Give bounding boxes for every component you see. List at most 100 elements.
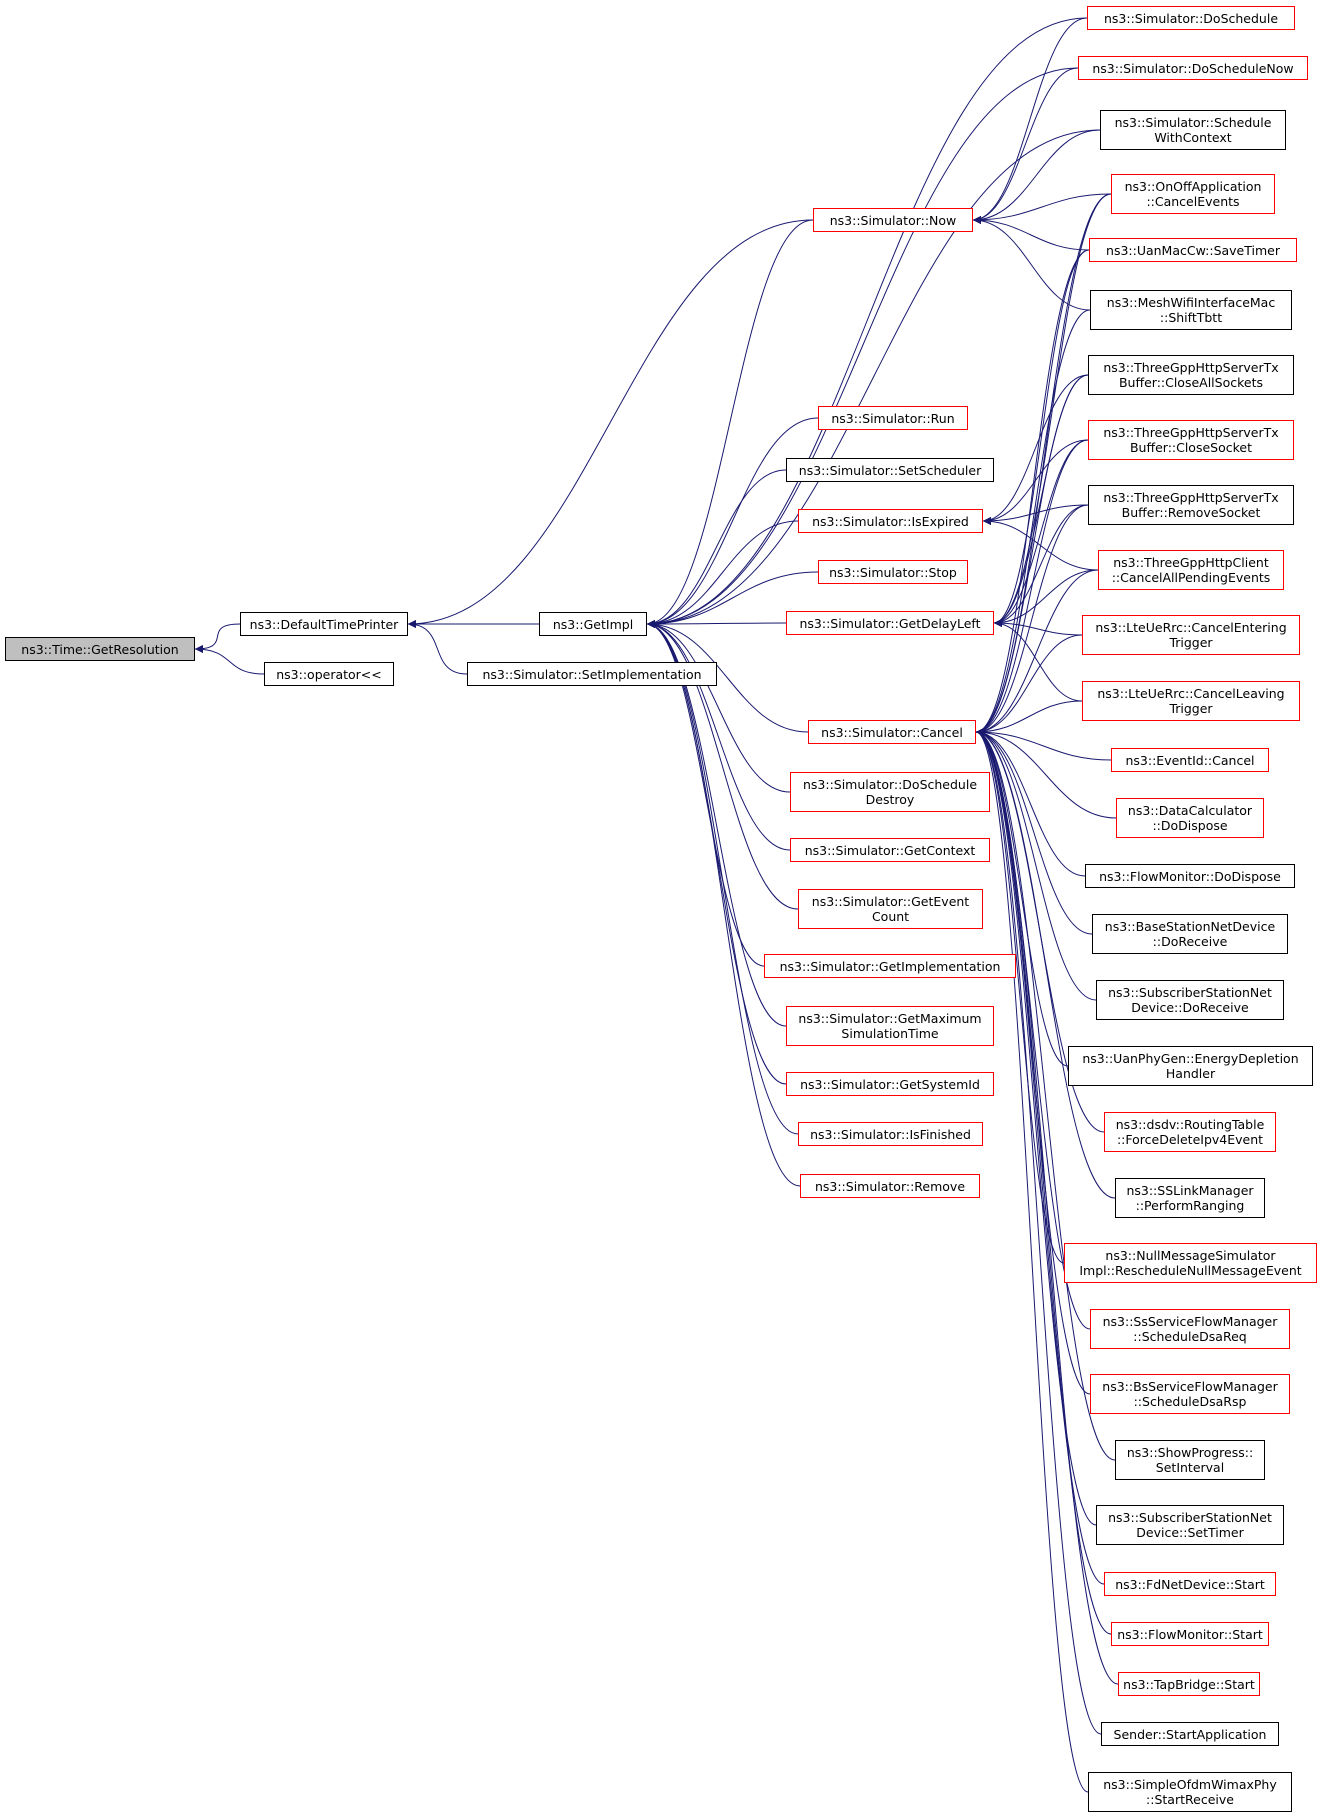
call-edge-datacalc-to-cancel: [975, 728, 1117, 819]
call-edge-tgclient-to-cancel: [975, 569, 1099, 736]
node-fdnet[interactable]: ns3::FdNetDevice::Start: [1104, 1572, 1276, 1596]
node-dsdv[interactable]: ns3::dsdv::RoutingTable::ForceDeleteIpv4…: [1104, 1112, 1276, 1152]
node-sender[interactable]: Sender::StartApplication: [1101, 1722, 1279, 1746]
node-doschednow[interactable]: ns3::Simulator::DoScheduleNow: [1078, 56, 1308, 80]
call-edge-lteleave-to-gdl: [993, 619, 1083, 702]
node-run[interactable]: ns3::Simulator::Run: [818, 406, 968, 430]
node-stop[interactable]: ns3::Simulator::Stop: [818, 560, 968, 584]
node-now[interactable]: ns3::Simulator::Now: [813, 208, 973, 232]
node-label-line: ns3::Simulator::Run: [831, 410, 955, 426]
node-bsnet[interactable]: ns3::BaseStationNetDevice::DoReceive: [1092, 914, 1288, 954]
node-getimpl[interactable]: ns3::GetImpl: [539, 612, 647, 636]
call-edge-tgremove-to-cancel: [975, 504, 1089, 736]
node-label-line: Trigger: [1169, 635, 1213, 650]
node-sslink[interactable]: ns3::SSLinkManager::PerformRanging: [1115, 1178, 1265, 1218]
node-datacalc[interactable]: ns3::DataCalculator::DoDispose: [1116, 798, 1264, 838]
node-label-line: ::ScheduleDsaRsp: [1133, 1394, 1247, 1409]
node-remove[interactable]: ns3::Simulator::Remove: [800, 1174, 980, 1198]
node-label-line: ns3::ShowProgress::: [1126, 1445, 1254, 1460]
node-getsys[interactable]: ns3::Simulator::GetSystemId: [786, 1072, 994, 1096]
node-label-line: ns3::FlowMonitor::DoDispose: [1099, 868, 1281, 884]
node-label-line: Device::DoReceive: [1131, 1000, 1249, 1015]
call-edge-gdl-to-getimpl: [646, 619, 787, 628]
call-edge-dsd-to-getimpl: [646, 620, 791, 793]
node-label-line: ns3::DataCalculator: [1127, 803, 1253, 818]
node-dosched[interactable]: ns3::Simulator::DoSchedule: [1087, 6, 1295, 30]
call-edge-oplt-to-getres: [194, 645, 265, 675]
node-ssflow[interactable]: ns3::SsServiceFlowManager::ScheduleDsaRe…: [1090, 1309, 1290, 1349]
node-label-line: ns3::Simulator::IsFinished: [810, 1126, 971, 1142]
node-label-line: ns3::Simulator::DoSchedule: [802, 777, 978, 792]
node-setimpl[interactable]: ns3::Simulator::SetImplementation: [467, 662, 717, 686]
call-edge-sstimer-to-cancel: [975, 728, 1097, 1526]
node-tapbridge[interactable]: ns3::TapBridge::Start: [1118, 1672, 1260, 1696]
call-edge-tgremove-to-gdl: [993, 504, 1089, 627]
node-isfin[interactable]: ns3::Simulator::IsFinished: [798, 1122, 983, 1146]
node-label-line: ns3::SubscriberStationNet: [1108, 985, 1272, 1000]
call-edge-tgclient-to-gdl: [993, 569, 1099, 627]
node-oplt[interactable]: ns3::operator<<: [264, 662, 394, 686]
call-edge-setsched-to-getimpl: [646, 469, 787, 628]
node-label-line: ns3::Simulator::SetScheduler: [798, 462, 982, 478]
node-simpleofdm[interactable]: ns3::SimpleOfdmWimaxPhy::StartReceive: [1088, 1772, 1292, 1812]
node-label-line: ns3::ThreeGppHttpClient: [1113, 555, 1269, 570]
node-label-line: ns3::SsServiceFlowManager: [1102, 1314, 1278, 1329]
call-edge-flowdisp-to-cancel: [975, 728, 1086, 877]
node-uanmac[interactable]: ns3::UanMacCw::SaveTimer: [1089, 238, 1297, 262]
call-edge-cancel-to-getimpl: [646, 620, 809, 733]
node-label-line: ns3::TapBridge::Start: [1123, 1676, 1255, 1692]
call-edge-onoff-to-now: [972, 193, 1112, 224]
node-getctx[interactable]: ns3::Simulator::GetContext: [790, 838, 990, 862]
node-setsched[interactable]: ns3::Simulator::SetScheduler: [786, 458, 994, 482]
node-showprog[interactable]: ns3::ShowProgress::SetInterval: [1115, 1440, 1265, 1480]
node-label-line: ns3::SubscriberStationNet: [1108, 1510, 1272, 1525]
node-label-line: ::ShiftTbtt: [1159, 310, 1223, 325]
node-isexp[interactable]: ns3::Simulator::IsExpired: [798, 509, 983, 533]
node-gdl[interactable]: ns3::Simulator::GetDelayLeft: [786, 611, 994, 635]
call-edge-tapbridge-to-cancel: [975, 728, 1119, 1685]
node-label-line: ::CancelEvents: [1146, 194, 1240, 209]
node-onoff[interactable]: ns3::OnOffApplication::CancelEvents: [1111, 174, 1275, 214]
node-label-line: Handler: [1165, 1066, 1216, 1081]
node-label-line: Sender::StartApplication: [1113, 1726, 1267, 1742]
node-flowdisp[interactable]: ns3::FlowMonitor::DoDispose: [1085, 864, 1295, 888]
node-label-line: ns3::SimpleOfdmWimaxPhy: [1103, 1777, 1277, 1792]
node-label-line: Trigger: [1169, 701, 1213, 716]
node-tgclient[interactable]: ns3::ThreeGppHttpClient::CancelAllPendin…: [1098, 550, 1284, 590]
node-label-line: ns3::Simulator::Cancel: [821, 724, 963, 740]
node-bsflow[interactable]: ns3::BsServiceFlowManager::ScheduleDsaRs…: [1090, 1374, 1290, 1414]
node-label-line: ns3::ThreeGppHttpServerTx: [1103, 360, 1279, 375]
node-meshwifi[interactable]: ns3::MeshWifiInterfaceMac::ShiftTbtt: [1090, 290, 1292, 330]
call-edge-doschednow-to-now: [972, 67, 1079, 224]
node-flowstart[interactable]: ns3::FlowMonitor::Start: [1111, 1622, 1269, 1646]
node-getres[interactable]: ns3::Time::GetResolution: [5, 637, 195, 661]
node-label-line: ns3::Simulator::Remove: [814, 1178, 966, 1194]
node-label-line: ::PerformRanging: [1135, 1198, 1245, 1213]
call-edge-tgclosall-to-isexp: [982, 374, 1089, 525]
node-label-line: ns3::ThreeGppHttpServerTx: [1103, 425, 1279, 440]
node-getimpl2[interactable]: ns3::Simulator::GetImplementation: [764, 954, 1016, 978]
call-edge-getevc-to-getimpl: [646, 620, 799, 910]
call-edge-ssnet-to-cancel: [975, 728, 1097, 1001]
call-edge-getsys-to-getimpl: [646, 620, 787, 1085]
node-label-line: ns3::GetImpl: [552, 616, 634, 632]
node-evcancel[interactable]: ns3::EventId::Cancel: [1111, 748, 1269, 772]
node-cancel[interactable]: ns3::Simulator::Cancel: [808, 720, 976, 744]
node-label-line: ns3::NullMessageSimulator: [1105, 1248, 1276, 1263]
node-dtp[interactable]: ns3::DefaultTimePrinter: [240, 612, 408, 636]
